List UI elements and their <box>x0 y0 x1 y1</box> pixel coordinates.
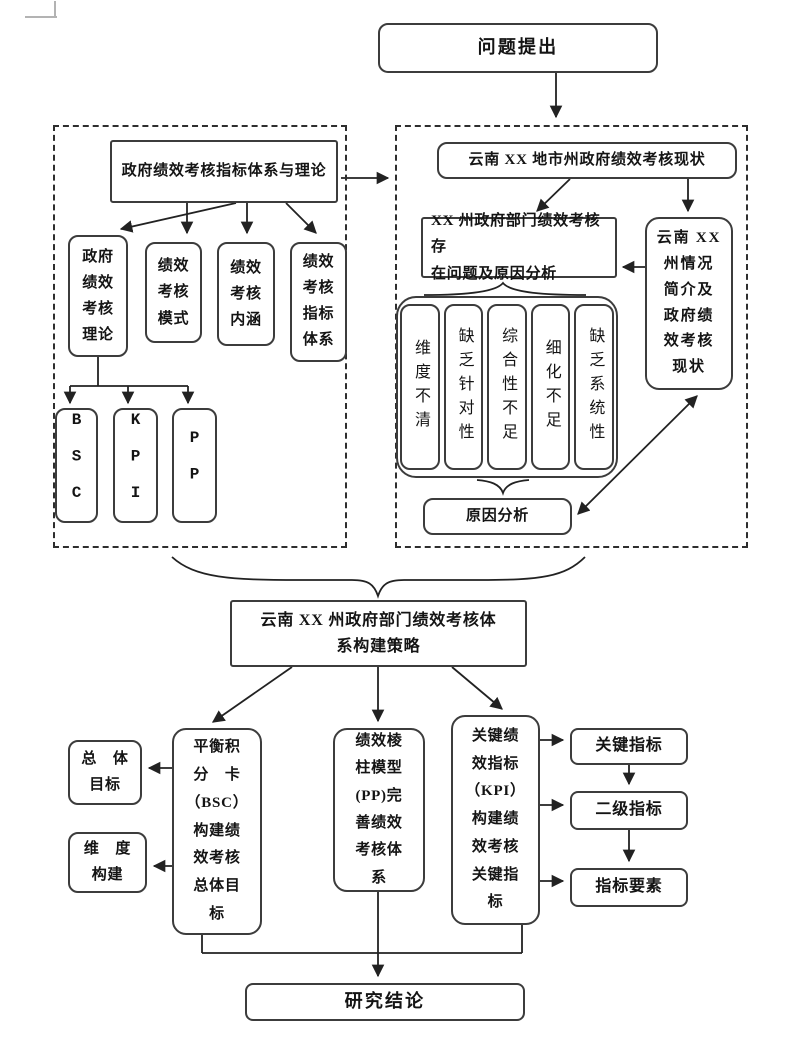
bsc-node: BSC <box>55 408 98 523</box>
index-system-node: 绩效 考核 指标 体系 <box>290 242 347 362</box>
mode-node: 绩效 考核 模式 <box>145 242 202 343</box>
problem-node: 问题提出 <box>378 23 658 73</box>
issues-group: 维度不清 缺乏针对性 综合性不足 细化不足 缺乏系统性 <box>400 304 614 470</box>
pp-label: PP <box>185 429 204 502</box>
overall-goal-node: 总 体 目标 <box>68 740 142 805</box>
page-corner-mark <box>25 1 57 18</box>
issue-label: 细化不足 <box>542 339 560 435</box>
brace-panels-to-strategy <box>171 556 586 599</box>
conclusion-node: 研究结论 <box>245 983 525 1021</box>
issue-label: 缺乏针对性 <box>455 327 473 447</box>
issue-node: 缺乏针对性 <box>443 304 484 470</box>
issue-label: 维度不清 <box>411 339 429 435</box>
connotation-node: 绩效 考核 内涵 <box>217 242 275 346</box>
kpi-label: KPI <box>126 410 145 521</box>
kpi-node: KPI <box>113 408 158 523</box>
issue-label: 缺乏系统性 <box>586 327 604 447</box>
key-indicator-node: 关键指标 <box>570 728 688 765</box>
branch-kpi-node: 关键绩 效指标 （KPI） 构建绩 效考核 关键指 标 <box>451 715 540 925</box>
problem-analysis-node: XX 州政府部门绩效考核存 在问题及原因分析 <box>421 213 617 282</box>
issue-node: 细化不足 <box>530 304 571 470</box>
secondary-indicator-node: 二级指标 <box>570 791 688 830</box>
dimension-node: 维 度 构建 <box>68 832 147 893</box>
panel-header-node: 政府绩效考核指标体系与理论 <box>110 140 338 203</box>
cause-node: 原因分析 <box>423 498 572 535</box>
issue-node: 维度不清 <box>400 304 440 470</box>
indicator-element-node: 指标要素 <box>570 868 688 907</box>
pp-node: PP <box>172 408 217 523</box>
intro-node: 云南 XX 州情况 简介及 政府绩 效考核 现状 <box>645 217 733 390</box>
status-node: 云南 XX 地市州政府绩效考核现状 <box>437 142 737 179</box>
strategy-node: 云南 XX 州政府部门绩效考核体 系构建策略 <box>230 600 527 667</box>
arrow-strategy-to-kpi-branch <box>451 666 503 710</box>
arrow-strategy-to-bsc-branch <box>211 666 293 723</box>
issue-label: 综合性不足 <box>499 327 517 447</box>
branch-bsc-node: 平衡积 分 卡 （BSC） 构建绩 效考核 总体目 标 <box>172 728 262 935</box>
issue-node: 综合性不足 <box>487 304 527 470</box>
bsc-label: BSC <box>67 410 86 521</box>
branch-pp-node: 绩效棱 柱模型 (PP)完 善绩效 考核体 系 <box>333 728 425 892</box>
theory-node: 政府 绩效 考核 理论 <box>68 235 128 357</box>
issue-node: 缺乏系统性 <box>574 304 614 470</box>
